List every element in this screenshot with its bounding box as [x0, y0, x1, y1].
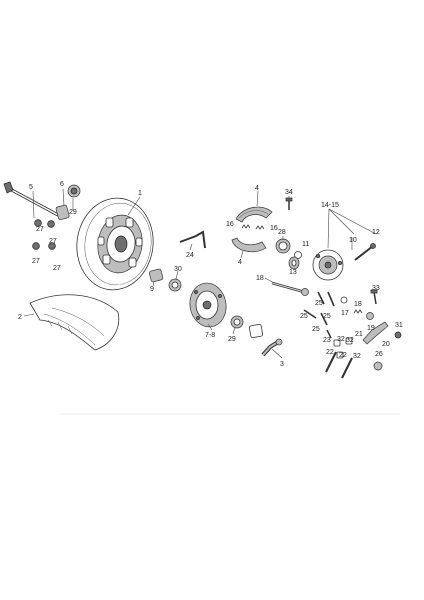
- label-21: 21: [355, 331, 363, 338]
- label-27-c: 27: [32, 258, 40, 265]
- pin-23: [326, 329, 332, 339]
- label-26: 26: [375, 351, 383, 358]
- brake-shoe-lower: [231, 237, 267, 252]
- label-32-a: 32: [337, 336, 345, 343]
- leader-lines: [23, 188, 377, 359]
- label-4-top: 4: [255, 185, 259, 192]
- cam-12: [354, 243, 376, 261]
- label-9: 9: [150, 286, 154, 293]
- label-30: 30: [174, 266, 182, 273]
- label-31: 31: [395, 322, 403, 329]
- label-28: 28: [278, 229, 286, 236]
- wheel-hub: [189, 282, 227, 328]
- shaft-18: [271, 281, 309, 296]
- nut-26: [373, 361, 383, 371]
- brake-shoe-upper: [235, 206, 273, 223]
- label-29-b: 29: [228, 336, 236, 343]
- wheel-rim: [76, 197, 154, 291]
- spring-21: [353, 309, 363, 314]
- label-25-a: 25: [315, 300, 323, 307]
- label-7-8: 7-8: [205, 332, 215, 339]
- collar-right: [248, 323, 264, 339]
- label-6: 6: [60, 181, 64, 188]
- bolt-33: [370, 289, 378, 305]
- brake-panel: [312, 249, 344, 281]
- callout-labels: 5 6 29 1 27 27 27 27 2 9 30 24 7-8 29 3 …: [18, 181, 403, 368]
- bearing-29b: [230, 315, 244, 329]
- label-32-b: 32: [346, 337, 354, 344]
- label-27-d: 27: [53, 265, 61, 272]
- label-25-b: 25: [300, 313, 308, 320]
- seal-28: [275, 238, 291, 254]
- label-11: 11: [302, 241, 309, 248]
- label-29: 29: [69, 209, 77, 216]
- bearing-part: [67, 184, 81, 198]
- label-34: 34: [285, 189, 293, 196]
- bolts-25: [303, 291, 335, 326]
- seal-11: [294, 251, 302, 259]
- label-33: 33: [372, 285, 380, 292]
- springs-16: [241, 224, 265, 230]
- label-3: 3: [280, 361, 284, 368]
- washer-nuts: [32, 219, 56, 250]
- label-23: 23: [323, 337, 331, 344]
- gear-part-3: [261, 338, 283, 357]
- label-20: 20: [382, 341, 390, 348]
- label-12: 12: [372, 229, 380, 236]
- label-22-b: 22: [339, 352, 347, 359]
- label-5: 5: [29, 184, 33, 191]
- label-18b: 18: [354, 301, 362, 308]
- bearing-30: [168, 278, 182, 292]
- label-32-c: 32: [353, 353, 361, 360]
- label-25-c: 25: [323, 313, 331, 320]
- sleeve-9: [149, 268, 164, 283]
- label-1: 1: [138, 190, 142, 197]
- label-2: 2: [18, 314, 22, 321]
- label-16-left: 16: [226, 221, 234, 228]
- label-10: 10: [349, 237, 357, 244]
- speedo-cable-24: [179, 230, 206, 249]
- label-27-b: 27: [49, 238, 57, 245]
- label-27-a: 27: [36, 226, 44, 233]
- washer-17: [340, 296, 348, 304]
- bearing-13: [288, 256, 300, 270]
- label-22-a: 22: [326, 349, 334, 356]
- label-24: 24: [186, 252, 194, 259]
- label-17: 17: [341, 310, 349, 317]
- label-14-15: 14-15: [321, 202, 339, 209]
- studs-22: [325, 351, 353, 379]
- label-4-bottom: 4: [238, 259, 242, 266]
- axle-shaft: [3, 181, 59, 217]
- label-18: 18: [256, 275, 264, 282]
- label-16-right: 16: [270, 225, 278, 232]
- label-25-d: 25: [312, 326, 320, 333]
- brake-arm-20: [362, 321, 389, 345]
- pins-32: [333, 337, 353, 359]
- nut-19: [366, 312, 374, 320]
- tire-part: [29, 294, 120, 351]
- label-13: 13: [289, 269, 297, 276]
- label-19: 19: [367, 325, 375, 332]
- collar-part: [55, 204, 70, 220]
- nut-31: [394, 331, 402, 339]
